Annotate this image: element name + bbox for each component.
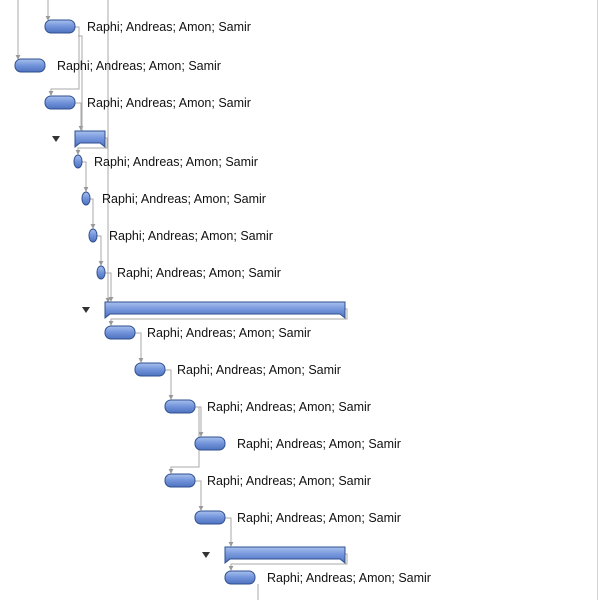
dependency-line (195, 480, 204, 511)
task-bar[interactable] (164, 399, 196, 414)
resource-label: Raphi; Andreas; Amon; Samir (102, 192, 266, 206)
dependency-line (168, 406, 200, 474)
task-bar[interactable] (224, 570, 256, 585)
chart-right-border (597, 0, 598, 600)
resource-label: Raphi; Andreas; Amon; Samir (267, 571, 431, 585)
dependency-line (75, 102, 84, 131)
task-bar[interactable] (73, 154, 83, 169)
dependency-line (75, 137, 108, 155)
dependency-line (82, 161, 89, 192)
resource-label: Raphi; Andreas; Amon; Samir (117, 266, 281, 280)
task-bar[interactable] (44, 19, 76, 34)
resource-label: Raphi; Andreas; Amon; Samir (177, 363, 341, 377)
task-bar[interactable] (44, 95, 76, 110)
dependency-line (78, 35, 83, 131)
task-bar[interactable] (96, 265, 106, 280)
summary-bar[interactable] (74, 130, 106, 149)
resource-label: Raphi; Andreas; Amon; Samir (207, 474, 371, 488)
resource-label: Raphi; Andreas; Amon; Samir (237, 437, 401, 451)
resource-label: Raphi; Andreas; Amon; Samir (57, 59, 221, 73)
dependency-line (225, 517, 234, 547)
dependency-line (105, 272, 114, 302)
disclosure-triangle-icon[interactable] (202, 552, 210, 558)
disclosure-triangle-icon[interactable] (82, 307, 90, 313)
summary-bar[interactable] (224, 546, 346, 565)
bars-layer (14, 19, 346, 585)
resource-label: Raphi; Andreas; Amon; Samir (207, 400, 371, 414)
task-bar[interactable] (194, 436, 226, 451)
dependency-line (48, 26, 80, 96)
dependency-lines (15, 0, 348, 600)
task-bar[interactable] (14, 58, 46, 73)
dependency-line (228, 553, 348, 571)
resource-label: Raphi; Andreas; Amon; Samir (87, 20, 251, 34)
dependency-line (97, 235, 104, 266)
summary-bar[interactable] (104, 301, 346, 320)
task-bar[interactable] (104, 325, 136, 340)
dependency-line (135, 332, 144, 363)
resource-label: Raphi; Andreas; Amon; Samir (109, 229, 273, 243)
resource-label: Raphi; Andreas; Amon; Samir (147, 326, 311, 340)
resource-label: Raphi; Andreas; Amon; Samir (94, 155, 258, 169)
resource-label: Raphi; Andreas; Amon; Samir (87, 96, 251, 110)
dependency-line (90, 198, 96, 229)
task-bar[interactable] (164, 473, 196, 488)
dependency-line (195, 406, 204, 437)
task-bar[interactable] (134, 362, 166, 377)
task-bar[interactable] (194, 510, 226, 525)
dependency-line (108, 308, 348, 326)
dependency-line (165, 369, 174, 400)
task-bar[interactable] (88, 228, 98, 243)
resource-label: Raphi; Andreas; Amon; Samir (237, 511, 401, 525)
disclosure-triangle-icon[interactable] (52, 136, 60, 142)
task-bar[interactable] (81, 191, 91, 206)
